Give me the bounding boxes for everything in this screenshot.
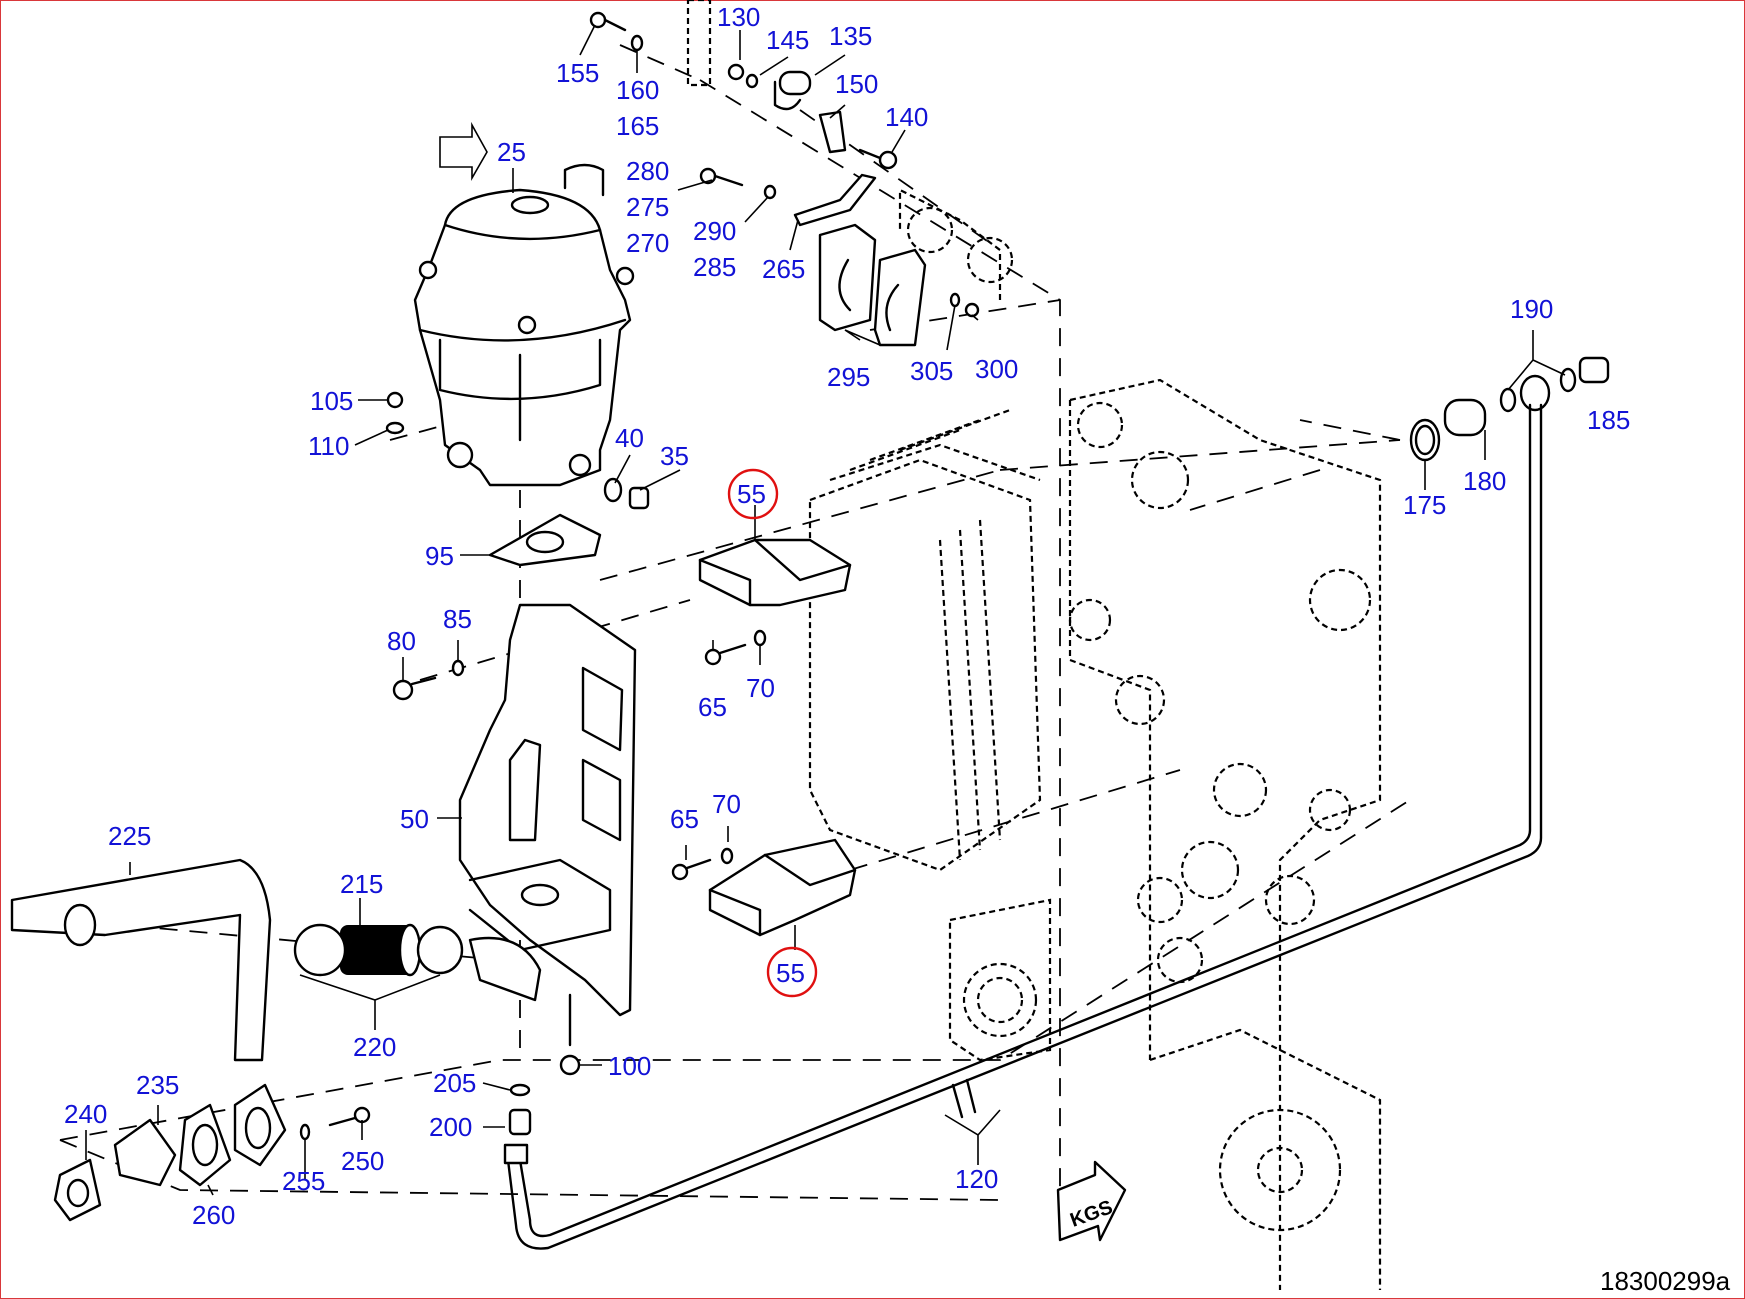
upper-bracket-parts <box>589 0 898 227</box>
gasket-hole <box>525 530 565 554</box>
callout-25[interactable]: 25 <box>497 137 526 167</box>
callout-leaders <box>85 24 1566 1196</box>
oil-cooler-outline <box>808 408 1042 872</box>
filter-housing <box>413 163 635 487</box>
callout-300[interactable]: 300 <box>975 354 1018 384</box>
callout-55-upper[interactable]: 55 <box>737 479 766 509</box>
callout-85[interactable]: 85 <box>443 604 472 634</box>
callout-160[interactable]: 160 <box>616 75 659 105</box>
callout-135[interactable]: 135 <box>829 21 872 51</box>
callout-40[interactable]: 40 <box>615 423 644 453</box>
callout-190[interactable]: 190 <box>1510 294 1553 324</box>
kgs-direction-arrow: KGS <box>1056 1160 1127 1242</box>
callout-80[interactable]: 80 <box>387 626 416 656</box>
callout-260[interactable]: 260 <box>192 1200 235 1230</box>
callout-100[interactable]: 100 <box>608 1051 651 1081</box>
engine-block-outline <box>898 188 1382 1290</box>
highlight-circle-55-lower <box>766 946 818 998</box>
callout-235[interactable]: 235 <box>136 1070 179 1100</box>
pipe-fitting-parts <box>1409 356 1610 462</box>
callout-225[interactable]: 225 <box>108 821 151 851</box>
small-fasteners <box>299 391 767 1141</box>
callout-155[interactable]: 155 <box>556 58 599 88</box>
callout-110[interactable]: 110 <box>308 431 349 461</box>
return-pipe <box>503 403 1543 1250</box>
callout-130[interactable]: 130 <box>717 2 760 32</box>
callout-70-lower[interactable]: 70 <box>712 789 741 819</box>
callout-165[interactable]: 165 <box>616 111 659 141</box>
callout-150[interactable]: 150 <box>835 69 878 99</box>
callout-285[interactable]: 285 <box>693 252 736 282</box>
callout-65-upper[interactable]: 65 <box>698 692 727 722</box>
callout-270[interactable]: 270 <box>626 228 669 258</box>
callout-205[interactable]: 205 <box>433 1068 476 1098</box>
spacer-block-lower <box>708 838 857 937</box>
callout-180[interactable]: 180 <box>1463 466 1506 496</box>
callout-120[interactable]: 120 <box>955 1164 998 1194</box>
callout-250[interactable]: 250 <box>341 1146 384 1176</box>
exhaust-flanges <box>53 1083 287 1222</box>
spacer-block-upper <box>698 538 852 607</box>
hose-assembly <box>10 858 542 1062</box>
callout-105[interactable]: 105 <box>310 386 353 416</box>
highlight-circle-55-upper <box>727 468 779 520</box>
callout-175[interactable]: 175 <box>1403 490 1446 520</box>
callout-305[interactable]: 305 <box>910 356 953 386</box>
callout-200[interactable]: 200 <box>429 1112 472 1142</box>
callout-140[interactable]: 140 <box>885 102 928 132</box>
callout-145[interactable]: 145 <box>766 25 809 55</box>
flex-hose <box>340 925 418 975</box>
callout-55-lower[interactable]: 55 <box>776 958 805 988</box>
callout-35[interactable]: 35 <box>660 441 689 471</box>
callout-labels: 130 145 135 155 160 165 150 140 25 280 2… <box>64 2 1630 1230</box>
callout-185[interactable]: 185 <box>1587 405 1630 435</box>
callout-70-upper[interactable]: 70 <box>746 673 775 703</box>
callout-255[interactable]: 255 <box>282 1166 325 1196</box>
callout-215[interactable]: 215 <box>340 869 383 899</box>
callout-265[interactable]: 265 <box>762 254 805 284</box>
callout-240[interactable]: 240 <box>64 1099 107 1129</box>
callout-280[interactable]: 280 <box>626 156 669 186</box>
callout-220[interactable]: 220 <box>353 1032 396 1062</box>
view-direction-arrow <box>439 121 488 181</box>
callout-65-lower[interactable]: 65 <box>670 804 699 834</box>
callout-290[interactable]: 290 <box>693 216 736 246</box>
callout-95[interactable]: 95 <box>425 541 454 571</box>
drawing-number: 18300299a <box>1600 1266 1731 1296</box>
callout-50[interactable]: 50 <box>400 804 429 834</box>
clamp-block <box>818 223 980 347</box>
callout-295[interactable]: 295 <box>827 362 870 392</box>
callout-275[interactable]: 275 <box>626 192 669 222</box>
